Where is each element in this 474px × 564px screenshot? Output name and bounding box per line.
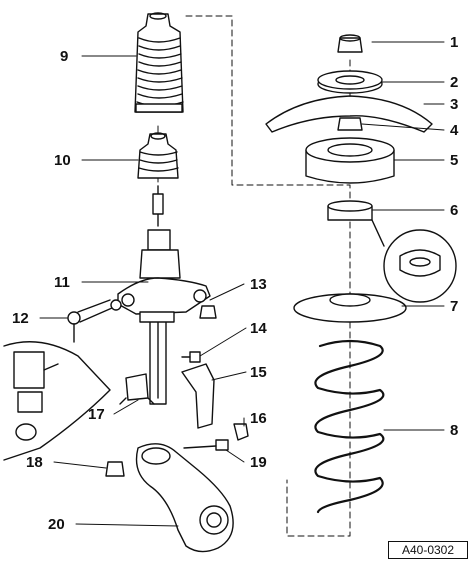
nut-18 xyxy=(105,461,125,477)
inset-clamp-detail xyxy=(3,341,111,461)
callout-16: 16 xyxy=(250,410,267,427)
callout-13: 13 xyxy=(250,276,267,293)
callout-11: 11 xyxy=(54,274,70,291)
callout-17: 17 xyxy=(88,406,105,423)
callout-3: 3 xyxy=(450,96,459,113)
callout-18: 18 xyxy=(26,454,43,471)
callout-20: 20 xyxy=(48,516,65,533)
coil-spring-8 xyxy=(314,339,385,514)
protective-sleeve xyxy=(134,12,184,113)
callout-1: 1 xyxy=(450,34,459,51)
bushing-6 xyxy=(327,200,373,221)
bolt-14 xyxy=(181,351,201,363)
nut-4 xyxy=(337,117,363,131)
clip-16 xyxy=(233,423,249,441)
bushing-detail-circle xyxy=(371,219,457,303)
callout-14: 14 xyxy=(250,320,267,337)
callout-15: 15 xyxy=(250,364,267,381)
wheel-bearing-housing xyxy=(135,443,234,553)
bracket-15 xyxy=(181,363,215,429)
leader-lines xyxy=(39,41,445,527)
connecting-link xyxy=(67,299,122,343)
callout-19: 19 xyxy=(250,454,267,471)
clamp-17 xyxy=(119,373,155,405)
callout-9: 9 xyxy=(60,48,69,65)
spring-plate-7 xyxy=(293,293,407,323)
nut-13 xyxy=(199,305,217,319)
strut-mount-5 xyxy=(305,137,395,184)
callout-6: 6 xyxy=(450,202,459,219)
bump-stop xyxy=(137,132,179,227)
callout-4: 4 xyxy=(450,122,459,139)
callout-10: 10 xyxy=(54,152,71,169)
nut-1 xyxy=(337,34,363,53)
plate-3 xyxy=(265,95,433,133)
callout-8: 8 xyxy=(450,422,459,439)
figure-code: A40-0302 xyxy=(388,541,468,559)
callout-5: 5 xyxy=(450,152,459,169)
callout-12: 12 xyxy=(12,310,29,327)
bearing-2 xyxy=(317,70,383,94)
strut-body xyxy=(117,229,211,405)
callout-2: 2 xyxy=(450,74,459,91)
callout-7: 7 xyxy=(450,298,459,315)
bolt-19 xyxy=(183,439,229,451)
